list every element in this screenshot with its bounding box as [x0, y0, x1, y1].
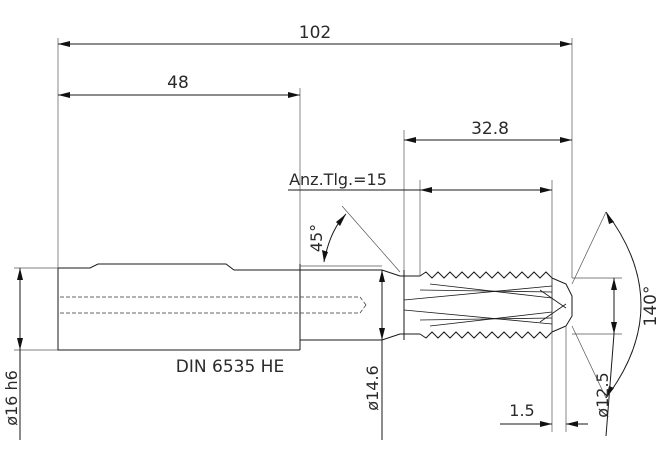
- tip-outline: [551, 277, 573, 333]
- tip-offset-text: 1.5: [509, 401, 534, 420]
- shank-length-text: 48: [167, 73, 189, 93]
- shank-bottom-edge: [57, 268, 300, 351]
- dim-shank-diameter: ø16 h6: [2, 267, 58, 440]
- neck-diameter-text: ø14.6: [363, 365, 382, 410]
- chamfer-angle-text: 45°: [307, 224, 326, 252]
- neck-chamfer-top: [381, 269, 401, 277]
- dim-shank-length: 48: [58, 73, 301, 264]
- shank-top-edge: [58, 263, 300, 271]
- neck-chamfer-bottom: [381, 333, 401, 341]
- overall-length-text: 102: [299, 23, 331, 43]
- dim-chamfer-angle: 45°: [300, 205, 401, 273]
- tool-outline: [57, 263, 573, 351]
- thread-crest-top: [419, 271, 553, 279]
- dim-point-angle: 140°: [571, 211, 661, 399]
- dim-overall-length: 102: [57, 23, 573, 278]
- thread-crest-bottom: [419, 331, 553, 339]
- thread-profile: [403, 271, 553, 339]
- bore-taper-bottom: [359, 304, 367, 314]
- dim-tip-diameter: ø12.5: [572, 277, 622, 437]
- thread-length-text: 32.8: [471, 119, 509, 139]
- point-angle-text: 140°: [641, 286, 661, 327]
- tip-diameter-text: ø12.5: [593, 372, 612, 417]
- dim-thread-length: 32.8: [403, 119, 572, 270]
- standard-label: DIN 6535 HE: [176, 357, 284, 377]
- teeth-count-text: Anz.Tlg.=15: [289, 170, 387, 189]
- dim-tip-offset: 1.5: [500, 326, 588, 432]
- bore-taper-top: [359, 296, 367, 306]
- dim-teeth-count: Anz.Tlg.=15: [288, 170, 553, 278]
- shank-diameter-text: ø16 h6: [2, 370, 21, 426]
- relief-groove: [400, 275, 420, 335]
- dim-neck-diameter: ø14.6: [363, 270, 385, 440]
